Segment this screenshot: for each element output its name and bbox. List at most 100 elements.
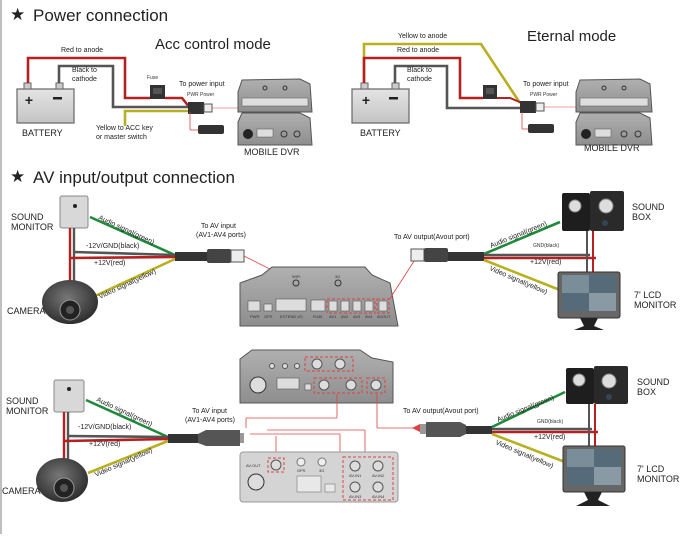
label-video-in: Video signal(yellow) xyxy=(98,268,157,301)
label-video-in: Video signal(yellow) xyxy=(94,447,154,479)
label-yellow-1: Yellow to ACC key xyxy=(96,125,153,132)
mobile-dvr-front xyxy=(575,78,653,113)
yellow-wire xyxy=(94,257,176,298)
port-label-av2: AV2 xyxy=(341,314,349,319)
label-yellow-anode: Yellow to anode xyxy=(398,33,448,40)
label-battery: BATTERY xyxy=(22,128,63,138)
battery-eternal xyxy=(351,88,410,124)
label-camera: CAMERA xyxy=(2,486,41,496)
label-lcd-2: MONITOR xyxy=(637,474,680,484)
label-sound-monitor-2: MONITOR xyxy=(11,222,54,232)
label-lcd-1: 7' LCD xyxy=(634,290,662,300)
port-label-3g: 3G xyxy=(335,274,341,279)
red-wire xyxy=(26,56,150,100)
sound-monitor xyxy=(53,379,85,413)
star-icon: ★ xyxy=(10,167,26,186)
black-wire xyxy=(67,434,169,439)
label-av-input-1: To AV input xyxy=(201,223,236,230)
port-label-av3: AV3 xyxy=(353,314,361,319)
label-12v-out: +12V(red) xyxy=(534,434,566,441)
label-mobile-dvr: MOBILE DVR xyxy=(584,143,640,153)
av-ports-highlight xyxy=(326,298,376,314)
svg-text:+: + xyxy=(25,92,33,108)
label-sound-box-2: BOX xyxy=(632,212,652,222)
panel-label-av-out: AV-OUT xyxy=(246,463,261,468)
av-input-plug xyxy=(198,430,240,446)
label-av-output: To AV output(Avout port) xyxy=(403,408,479,415)
label-av-output: To AV output(Avout port) xyxy=(394,234,470,241)
mobile-dvr-rear xyxy=(575,112,653,146)
port-label-pwr: PWR xyxy=(250,314,260,319)
port-label-wifi: WIFI xyxy=(292,274,301,279)
panel-label-gps: GPS xyxy=(297,468,306,473)
star-icon: ★ xyxy=(10,5,26,24)
label-av-input-2: (AV1-AV4 ports) xyxy=(196,232,246,239)
power-plug xyxy=(188,102,204,114)
avout-port-highlight xyxy=(376,298,390,314)
green-wire xyxy=(85,398,169,439)
label-battery: BATTERY xyxy=(360,128,401,138)
label-camera: CAMERA xyxy=(7,306,46,316)
label-12v-in: +12V(red) xyxy=(89,441,121,448)
label-red-anode: Red to anode xyxy=(397,47,440,54)
label-av-input-2: (AV1-AV4 ports) xyxy=(185,417,235,424)
label-black-2: cathode xyxy=(72,76,97,83)
yellow-wire xyxy=(483,258,561,292)
port-label-avout: AVOUT xyxy=(377,314,391,319)
mobile-dvr-front xyxy=(237,78,313,113)
port-label-extend: EXTEND I/O xyxy=(280,314,303,319)
label-black-2: cathode xyxy=(407,76,432,83)
av-input-plug xyxy=(207,249,231,263)
label-yellow-2: or master switch xyxy=(96,134,147,141)
panel-label-3g: 3G xyxy=(319,468,325,473)
mobile-dvr-rear xyxy=(237,112,313,146)
label-sound-box-1: SOUND xyxy=(637,377,670,387)
section-title-power: Power connection xyxy=(33,6,169,25)
eternal-mode-title: Eternal mode xyxy=(527,28,617,45)
sound-monitor xyxy=(59,195,89,229)
red-wire xyxy=(362,56,483,100)
label-sound-box-2: BOX xyxy=(637,387,657,397)
panel-label-av-in2: AV-IN2 xyxy=(372,473,385,478)
eternal-mode-diagram: + xyxy=(351,42,653,146)
panel-label-av-in4: AV-IN4 xyxy=(372,494,385,499)
green-wire xyxy=(483,220,561,256)
label-lcd-2: MONITOR xyxy=(634,300,677,310)
red-wire xyxy=(69,255,176,260)
label-lcd-1: 7' LCD xyxy=(637,464,665,474)
label-mobile-dvr: MOBILE DVR xyxy=(244,147,300,157)
av-bottom-diagram xyxy=(36,349,628,506)
mobile-dvr-rear xyxy=(239,349,394,404)
yellow-wire xyxy=(87,439,169,475)
label-sound-box-1: SOUND xyxy=(632,202,665,212)
panel-label-av-in1: AV-IN1 xyxy=(349,473,362,478)
label-sound-monitor-1: SOUND xyxy=(11,212,44,222)
label-power-input: To power input xyxy=(523,81,569,88)
port-label-rj45: RJ45 xyxy=(313,314,323,319)
label-sound-monitor-2: MONITOR xyxy=(6,406,49,416)
port-label-av1: AV1 xyxy=(329,314,337,319)
label-gnd-out: GND(black) xyxy=(533,243,560,249)
label-gnd-in: -12V/GND(black) xyxy=(86,243,140,250)
green-wire xyxy=(89,215,176,257)
label-black-1: Black to xyxy=(407,67,432,74)
label-fuse: Fuse xyxy=(147,75,159,81)
label-black-1: Black to xyxy=(72,67,97,74)
port-label-av4: AV4 xyxy=(365,314,373,319)
panel-label-av-in3: AV-IN3 xyxy=(349,494,362,499)
acc-mode-diagram: + xyxy=(16,56,313,146)
svg-text:+: + xyxy=(362,92,370,108)
battery-acc xyxy=(16,88,75,124)
label-gnd-out: GND(black) xyxy=(537,419,564,425)
black-wire xyxy=(73,250,176,257)
yellow-wire xyxy=(123,109,190,126)
av-output-plug xyxy=(424,248,448,262)
label-red-anode: Red to anode xyxy=(61,47,104,54)
av-output-plug xyxy=(426,422,466,437)
section-title-av: AV input/output connection xyxy=(33,168,235,187)
green-wire xyxy=(491,390,566,429)
label-gnd-in: -12V/GND(black) xyxy=(78,424,132,431)
yellow-wire xyxy=(491,432,566,464)
